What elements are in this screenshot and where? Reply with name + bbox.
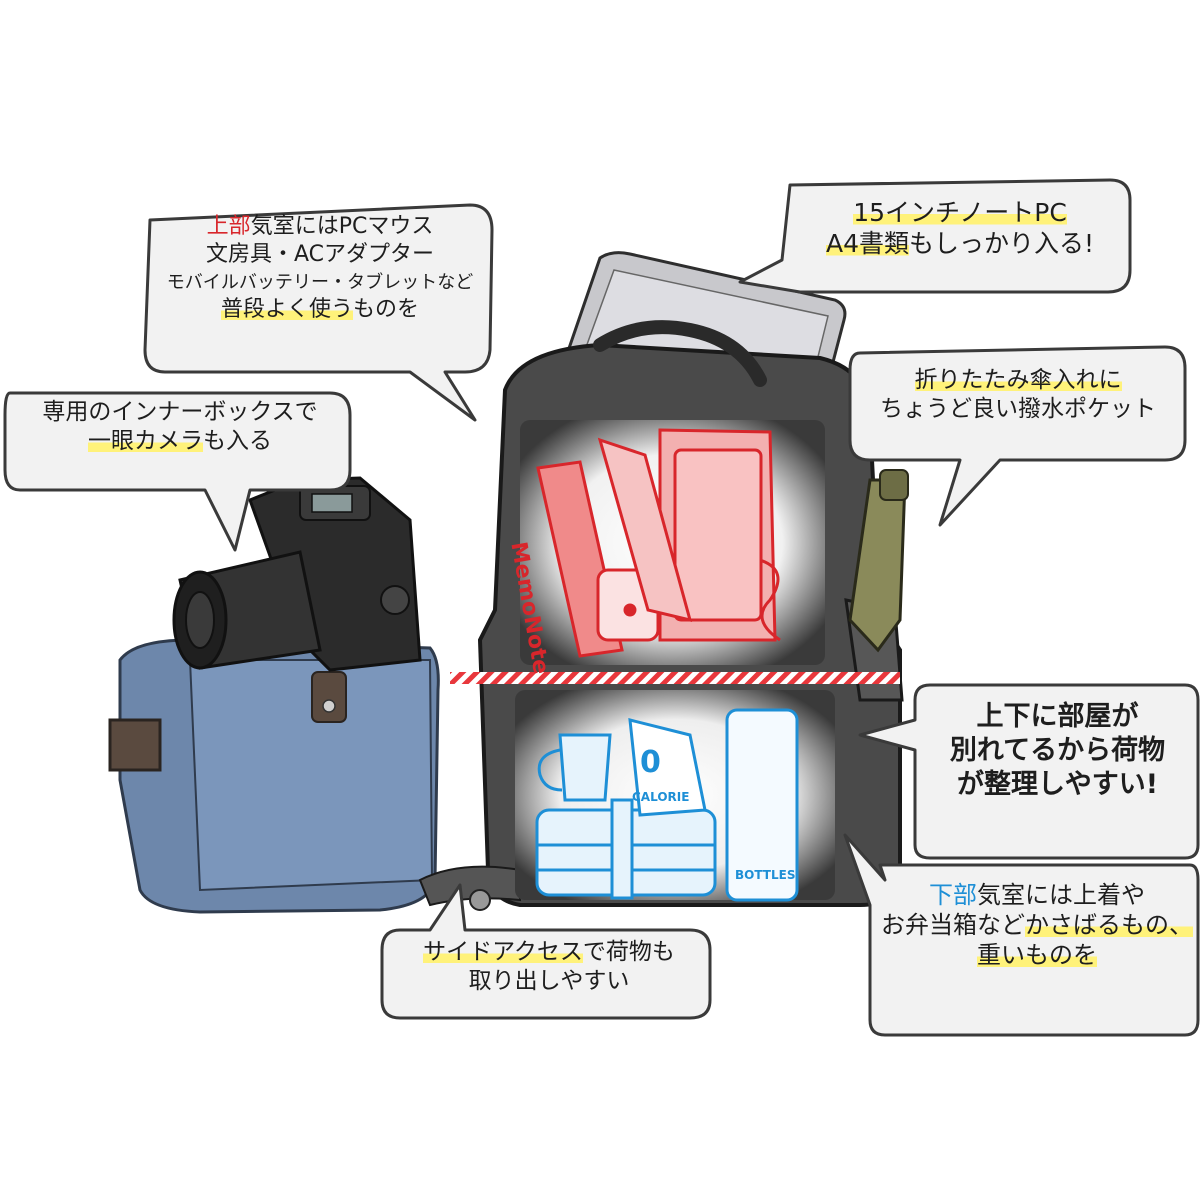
callout-line: 別れてるから荷物: [920, 734, 1195, 768]
callout-line: サイドアクセスで荷物も: [390, 938, 708, 967]
callout-text: 下部: [929, 881, 977, 909]
callout-text: 上下に部屋が: [976, 701, 1139, 732]
callout-text: お弁当箱など: [881, 911, 1025, 939]
callout-text: もしっかり入る!: [908, 229, 1095, 259]
camera: [172, 476, 422, 672]
callout-line: 普段よく使うものを: [160, 296, 480, 324]
callout-text: A4書類: [825, 229, 909, 259]
camera-inner-box: [108, 638, 440, 914]
callout-lower-compartment: 下部気室には上着やお弁当箱などかさばるもの、重いものを: [878, 880, 1196, 970]
callout-line: が整理しやすい!: [920, 768, 1195, 802]
callout-text: 専用のインナーボックスで: [42, 399, 318, 425]
callout-text: 重いものを: [977, 941, 1097, 969]
lower-items: [535, 708, 799, 902]
drink-label: CALORIE: [632, 790, 690, 804]
compartment-divider: [450, 672, 900, 684]
callout-side-access: サイドアクセスで荷物も取り出しやすい: [390, 938, 708, 996]
drink-big-label: 0: [640, 745, 661, 780]
callout-text: が整理しやすい!: [956, 768, 1159, 800]
callout-text: 上部: [206, 214, 251, 239]
bubble-lower-compartment: [843, 833, 1200, 1037]
callout-text: 文房具・ACアダプター: [205, 241, 435, 267]
bottle-label: BOTTLES: [735, 868, 796, 882]
callout-line: 専用のインナーボックスで: [15, 398, 345, 427]
callout-line: モバイルバッテリー・タブレットなど: [160, 268, 480, 296]
callout-line: お弁当箱などかさばるもの、: [878, 910, 1196, 940]
bubble-separation: [858, 683, 1200, 860]
callout-text: で荷物も: [582, 939, 675, 965]
callout-line: 文房具・ACアダプター: [160, 241, 480, 269]
callout-text: サイドアクセス: [423, 939, 583, 965]
callout-text: 取り出しやすい: [468, 967, 630, 994]
callout-line: 上部気室にはPCマウス: [160, 213, 480, 241]
callout-text: ものを: [353, 296, 420, 322]
callout-separation: 上下に部屋が別れてるから荷物が整理しやすい!: [920, 700, 1195, 801]
callout-text: かさばるもの、: [1025, 911, 1193, 939]
callout-text: 折りたたみ傘入れに: [914, 367, 1122, 393]
callout-line: 取り出しやすい: [390, 967, 708, 996]
callout-text: モバイルバッテリー・タブレットなど: [166, 272, 474, 293]
upper-items: [536, 428, 781, 658]
callout-line: 一眼カメラも入る: [15, 427, 345, 456]
callout-line: 下部気室には上着や: [878, 880, 1196, 910]
callout-line: 折りたたみ傘入れに: [858, 366, 1178, 395]
callout-text: 気室にはPCマウス: [250, 214, 434, 239]
callout-text: も入る: [203, 427, 272, 454]
callout-line: A4書類もしっかり入る!: [800, 228, 1120, 259]
callout-camera: 専用のインナーボックスで一眼カメラも入る: [15, 398, 345, 456]
umbrella: [848, 469, 909, 653]
callout-text: 普段よく使う: [220, 296, 353, 322]
callout-line: 重いものを: [878, 940, 1196, 970]
callout-text: ちょうど良い撥水ポケット: [880, 395, 1156, 422]
callout-line: ちょうど良い撥水ポケット: [858, 395, 1178, 424]
callout-umbrella: 折りたたみ傘入れにちょうど良い撥水ポケット: [858, 366, 1178, 424]
callout-text: 15インチノートPC: [853, 198, 1067, 227]
callout-line: 15インチノートPC: [800, 197, 1120, 228]
callout-text: 一眼カメラ: [88, 427, 203, 454]
callout-text: 別れてるから荷物: [949, 734, 1166, 766]
callout-line: 上下に部屋が: [920, 700, 1195, 734]
callout-text: 気室には上着や: [977, 881, 1145, 909]
callout-upper-compartment: 上部気室にはPCマウス文房具・ACアダプターモバイルバッテリー・タブレットなど普…: [160, 213, 480, 323]
